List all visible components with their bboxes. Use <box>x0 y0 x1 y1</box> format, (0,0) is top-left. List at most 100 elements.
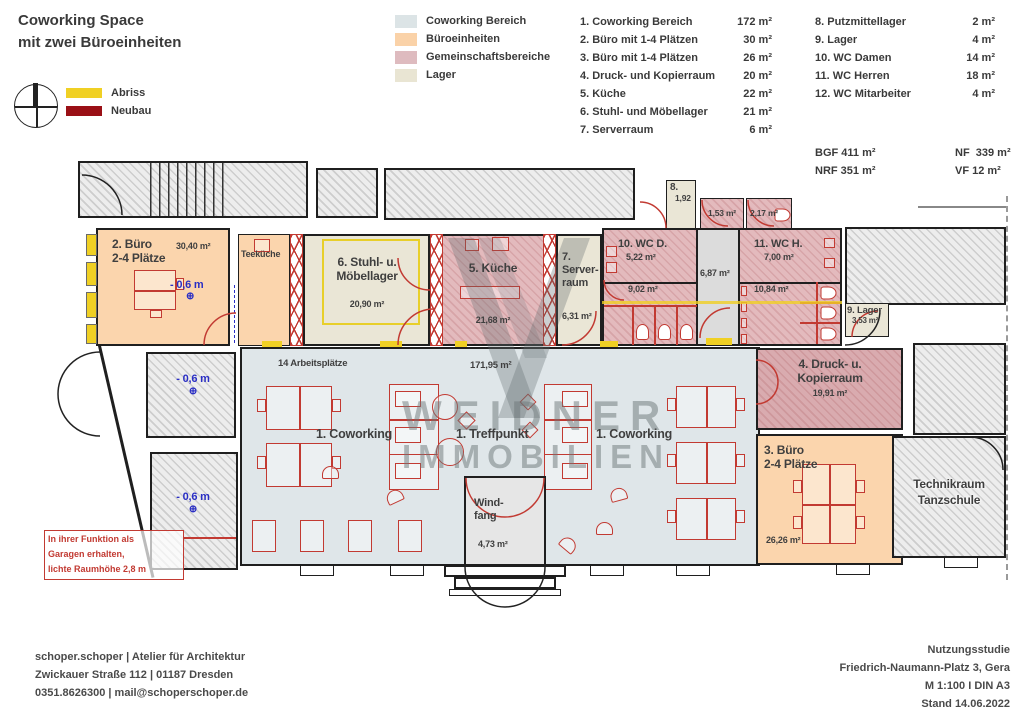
area-serverraum: 6,31 m² <box>562 311 592 321</box>
property-boundary-dashed <box>1006 196 1008 580</box>
label-putzmittellager: 8. <box>670 182 678 193</box>
label-arbeitsplaetze: 14 Arbeitsplätze <box>278 358 348 369</box>
toilet-fixture <box>820 327 837 341</box>
project-block: Nutzungsstudie Friedrich-Naumann-Platz 3… <box>839 641 1010 713</box>
zone-legend: Coworking Bereich Büroeinheiten Gemeinsc… <box>395 12 550 84</box>
chair <box>856 516 865 529</box>
entrance-step <box>449 589 561 596</box>
abriss-threshold <box>455 341 467 347</box>
area-buero2: 30,40 m² <box>176 241 211 251</box>
legend-row-neubau: Neubau <box>66 102 151 120</box>
area-wcmit2: 2,17 m² <box>750 208 778 218</box>
project-address: Friedrich-Naumann-Platz 3, Gera <box>839 662 1010 674</box>
side-table <box>398 520 422 552</box>
area-wc-herren-2: 10,84 m² <box>754 284 789 294</box>
desk-group <box>134 270 176 310</box>
abriss-swatch <box>66 88 102 98</box>
kitchen-appliance <box>465 239 479 251</box>
chair <box>667 454 676 467</box>
stall-wall <box>800 322 840 324</box>
area-buero3: 26,26 m² <box>766 535 801 545</box>
abriss-wall-line <box>602 301 842 304</box>
change-legend: Abriss Neubau <box>66 84 151 120</box>
sink-fixture <box>606 262 617 273</box>
buero-swatch <box>395 32 417 46</box>
side-table <box>348 520 372 552</box>
side-table <box>252 520 276 552</box>
page-title: Coworking Space <box>18 12 144 29</box>
label-wc-damen: 10. WC D. <box>618 238 667 250</box>
label-kueche: 5. Küche <box>468 261 518 275</box>
existing-neighbor-area <box>845 227 1006 305</box>
window-tick <box>390 565 424 576</box>
room-kueche <box>430 234 556 346</box>
stall-wall <box>604 305 697 307</box>
new-column-wall <box>430 234 443 346</box>
chair <box>332 399 341 412</box>
chair <box>793 480 802 493</box>
abriss-dashed-line <box>234 285 235 343</box>
chair <box>736 398 745 411</box>
project-type: Nutzungsstudie <box>927 644 1011 656</box>
round-table <box>436 438 464 466</box>
abriss-wall-segment <box>86 324 97 344</box>
label-treffpunkt: 1. Treffpunkt <box>456 427 529 441</box>
architect-block: schoper.schoper | Atelier für Architektu… <box>35 648 248 702</box>
area-windfang: 4,73 m² <box>478 539 508 549</box>
abriss-wall-segment <box>86 262 97 286</box>
new-column-wall <box>543 234 556 346</box>
stall-door <box>741 286 747 296</box>
existing-band-stairwell <box>78 161 308 218</box>
label-moebellager: 6. Stuhl- u. <box>337 255 397 269</box>
stall-door <box>741 318 747 328</box>
area-wc-herren-1: 7,00 m² <box>764 252 794 262</box>
desk-group <box>676 386 736 428</box>
abriss-threshold <box>380 341 402 347</box>
gemeinschaft-swatch <box>395 50 417 64</box>
label-technikraum: Technikraum <box>913 477 985 491</box>
room-druckraum <box>756 348 903 430</box>
area-wc-damen-1: 5,22 m² <box>626 252 656 262</box>
chair <box>176 278 184 290</box>
architect-address: Zwickauer Straße 112 | 01187 Dresden <box>35 669 234 681</box>
kitchen-island <box>460 286 520 299</box>
label-coworking-2: 1. Coworking <box>596 427 673 441</box>
abriss-threshold <box>262 341 282 347</box>
desk-group <box>266 386 332 430</box>
level-marker: - 0,6 m <box>170 279 204 291</box>
label-druckraum: 4. Druck- u. <box>798 357 862 371</box>
label-lager9: 9. Lager <box>847 305 882 316</box>
desk-bank <box>389 384 439 490</box>
label-coworking-1: 1. Coworking <box>316 427 393 441</box>
chair <box>150 310 162 318</box>
toilet-fixture <box>680 324 693 340</box>
chair <box>257 456 266 469</box>
existing-band-segment <box>316 168 378 218</box>
desk-group <box>266 443 332 487</box>
label-buero2: 2. Büro <box>112 237 152 251</box>
room-teekueche <box>238 234 290 346</box>
area-flur: 6,87 m² <box>700 268 730 278</box>
window-tick <box>590 565 624 576</box>
sink-fixture <box>606 246 617 257</box>
stairs <box>150 163 228 216</box>
architect-name: schoper.schoper | Atelier für Architektu… <box>35 651 246 663</box>
coworking-swatch <box>395 14 417 28</box>
toilet-fixture <box>820 306 837 320</box>
legend-row-abriss: Abriss <box>66 84 151 102</box>
corridor-wc <box>698 228 738 346</box>
toilet-fixture <box>636 324 649 340</box>
chair <box>736 510 745 523</box>
label-serverraum: 7. <box>562 251 571 263</box>
chair <box>667 510 676 523</box>
total-nf: NF 339 m² <box>955 147 1011 159</box>
